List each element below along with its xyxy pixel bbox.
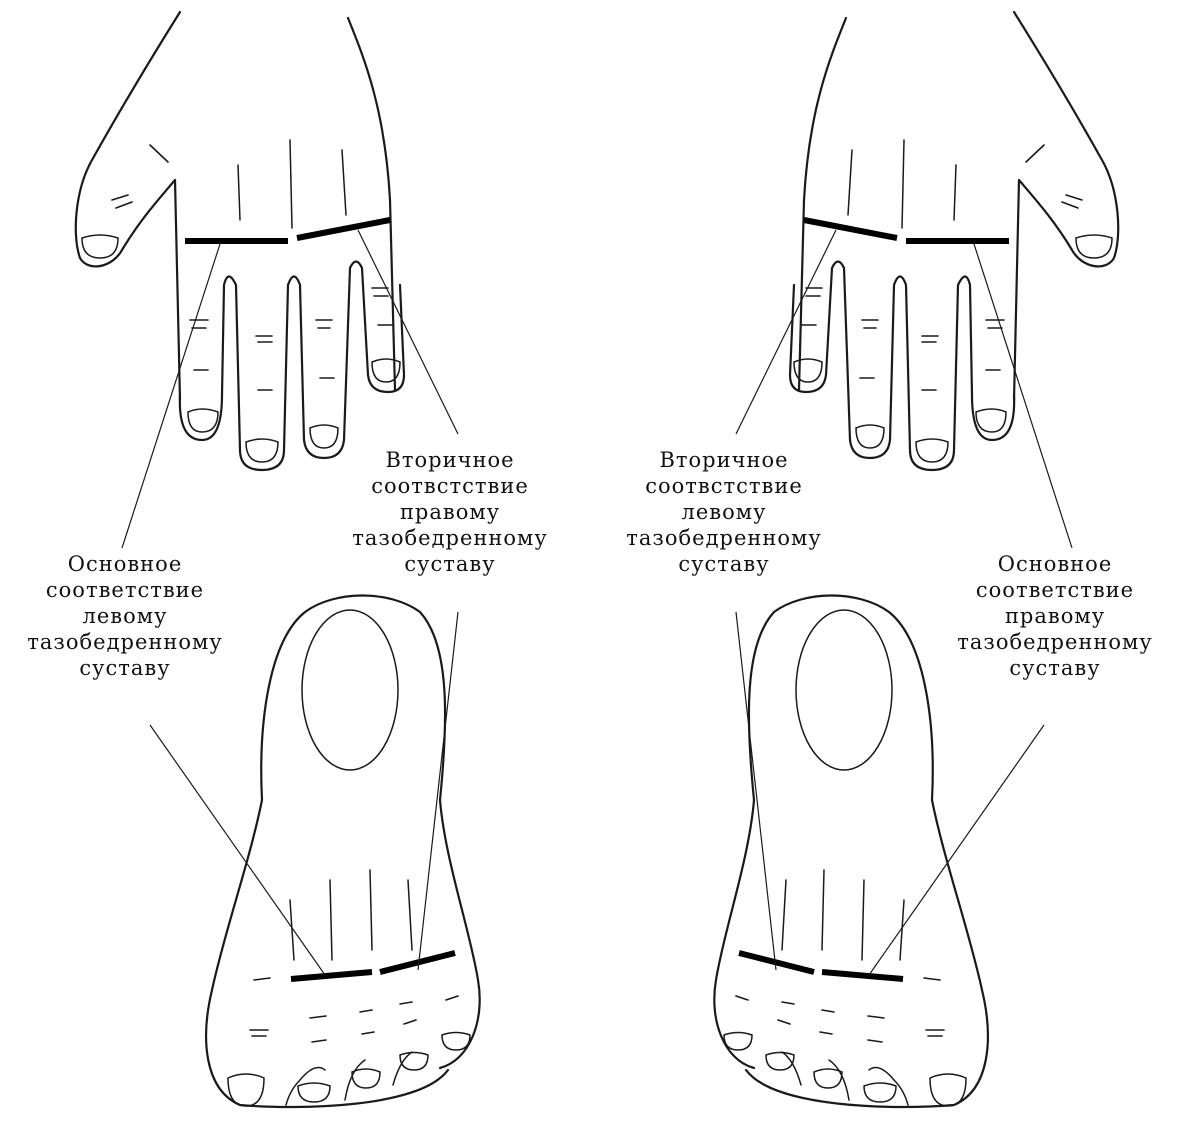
label-right-main: Основное соответствие правому тазобедрен… [930,551,1180,681]
label-left-main: Основное соответствие левому тазобедренн… [0,551,250,681]
label-line: Основное [0,551,250,577]
label-line: тазобедренному [0,629,250,655]
label-line: правому [930,603,1180,629]
label-line: левому [0,603,250,629]
label-line: соотвстствие [330,473,570,499]
label-line: тазобедренному [330,525,570,551]
label-line: соответствие [930,577,1180,603]
label-line: суставу [604,551,844,577]
label-line: Вторичное [604,447,844,473]
label-line: соответствие [0,577,250,603]
label-line: правому [330,499,570,525]
label-line: тазобедренному [930,629,1180,655]
label-line: тазобедренному [604,525,844,551]
label-line: суставу [930,655,1180,681]
label-line: Вторичное [330,447,570,473]
label-line: Основное [930,551,1180,577]
label-line: суставу [0,655,250,681]
label-right-hand-secondary: Вторичное соотвстствие левому тазобедрен… [604,447,844,577]
label-line: соотвстствие [604,473,844,499]
label-left-hand-secondary: Вторичное соотвстствие правому тазобедре… [330,447,570,577]
label-line: суставу [330,551,570,577]
label-line: левому [604,499,844,525]
